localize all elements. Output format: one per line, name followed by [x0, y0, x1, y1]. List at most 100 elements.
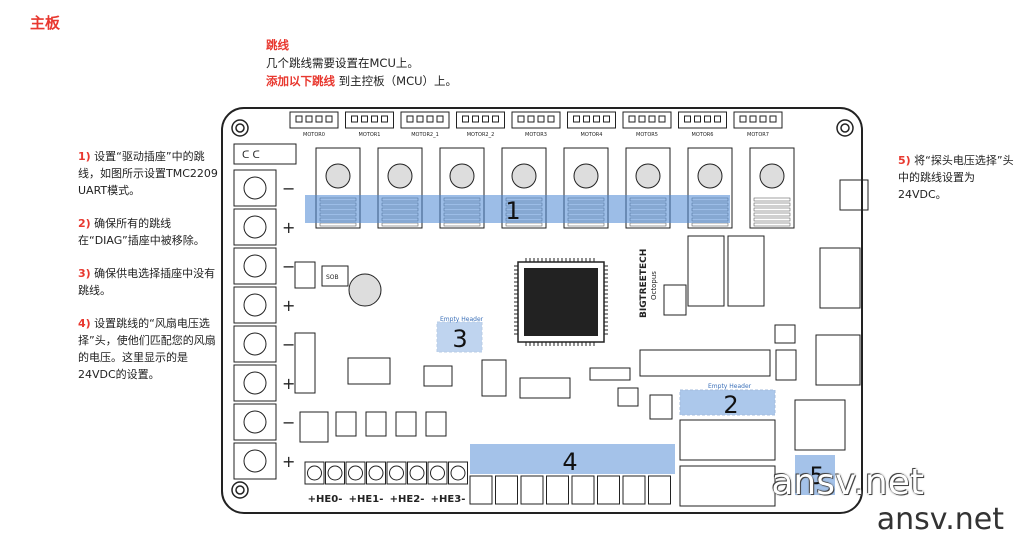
motor-connector [622, 111, 672, 129]
power-terminal [233, 286, 277, 324]
fan-connector [648, 475, 671, 505]
zone-3-box [436, 321, 483, 353]
motor-connector [567, 111, 616, 129]
motor-connector [456, 111, 505, 129]
zone-5-label: 5 [809, 462, 824, 490]
note-3-text: 确保供电选择插座中没有跳线。 [78, 267, 216, 297]
mounting-holes [231, 119, 854, 499]
heater-terminals: +HE0- +HE1- +HE2- +HE3- [304, 461, 468, 505]
svg-text:+: + [282, 218, 295, 237]
jumper-note-line1: 几个跳线需要设置在MCU上。 [266, 56, 419, 70]
zone-2-label: 2 [723, 391, 738, 419]
jumper-note-red: 添加以下跳线 [266, 74, 335, 88]
heater-label: +HE3- [431, 494, 466, 505]
driver-socket [315, 147, 361, 229]
zone-5-highlight [795, 455, 835, 495]
fan-connector [520, 475, 544, 505]
motor-label: MOTOR5 [636, 132, 658, 138]
note-3-num: 3) [78, 267, 91, 280]
power-terminal [233, 403, 277, 441]
note-1-num: 1) [78, 150, 91, 163]
motor-connector [400, 111, 450, 129]
driver-socket [749, 147, 795, 229]
chip-label: SOB [326, 274, 339, 281]
note-4-text: 设置跳线的“风扇电压选择”头，使他们匹配您的风扇的电压。这里显示的是24VDC的… [78, 317, 216, 381]
zone-3-header: Empty Header [440, 316, 484, 323]
svg-text:−: − [282, 257, 295, 276]
jumper-note-line2: 添加以下跳线 到主控板（MCU）上。 [266, 72, 457, 90]
power-terminal [233, 169, 277, 207]
motor-connector [345, 111, 394, 129]
motor-label: MOTOR6 [692, 132, 714, 138]
note-1-text: 设置“驱动插座”中的跳线，如图所示设置TMC2209 UART模式。 [78, 150, 218, 197]
note-2: 2) 确保所有的跳线在“DIAG”插座中被移除。 [78, 215, 218, 249]
driver-socket [501, 147, 547, 229]
zone-4-label: 4 [562, 448, 577, 476]
motor-label: MOTOR1 [359, 132, 381, 138]
motor-label: MOTOR7 [747, 132, 769, 138]
motor-label: MOTOR2_1 [411, 132, 439, 138]
zone-2-box [679, 389, 776, 416]
zone-4-highlight [470, 444, 675, 474]
motor-connectors: MOTOR0 MOTOR1 MOTOR2_1 MOTOR2_2 MOTOR3 MOTOR4… [289, 111, 783, 138]
power-terminal [233, 247, 277, 285]
motor-connector [733, 111, 783, 129]
note-1: 1) 设置“驱动插座”中的跳线，如图所示设置TMC2209 UART模式。 [78, 148, 218, 199]
motor-label: MOTOR2_2 [467, 132, 495, 138]
fan-connector [546, 475, 569, 505]
fan-connector [469, 475, 493, 505]
motor-connector [511, 111, 561, 129]
note-4: 4) 设置跳线的“风扇电压选择”头，使他们匹配您的风扇的电压。这里显示的是24V… [78, 315, 218, 383]
motor-label: MOTOR3 [525, 132, 547, 138]
motor-label: MOTOR0 [303, 132, 325, 138]
power-terminal [233, 325, 277, 363]
motor-label: MOTOR4 [581, 132, 603, 138]
driver-socket [625, 147, 671, 229]
motor-connector [289, 111, 339, 129]
right-note-num: 5) [898, 154, 911, 167]
jumper-note-rest: 到主控板（MCU）上。 [335, 74, 458, 88]
heater-label: +HE0- [308, 494, 343, 505]
note-4-num: 4) [78, 317, 91, 330]
svg-text:+: + [282, 296, 295, 315]
fan-connector [571, 475, 595, 505]
brand-label: BIGTREETECH [639, 249, 649, 318]
model-label: Octopus [650, 271, 658, 300]
svg-text:−: − [282, 335, 295, 354]
jumper-note-heading: 跳线 [266, 38, 289, 52]
fan-connector [597, 475, 620, 505]
power-terminal [233, 208, 277, 246]
motor-connector [678, 111, 727, 129]
note-2-text: 确保所有的跳线在“DIAG”插座中被移除。 [78, 217, 205, 247]
heater-label: +HE2- [390, 494, 425, 505]
fan-connector [622, 475, 646, 505]
zone-1-highlight [305, 195, 730, 223]
svg-text:ᑕ ᑕ: ᑕ ᑕ [242, 150, 260, 161]
svg-text:+: + [282, 452, 295, 471]
power-terminals: − + − + − + − + [233, 169, 295, 480]
note-2-num: 2) [78, 217, 91, 230]
driver-socket [687, 147, 733, 229]
watermark-1: ansv.net [771, 462, 924, 503]
left-notes: 1) 设置“驱动插座”中的跳线，如图所示设置TMC2209 UART模式。 2)… [78, 148, 218, 399]
svg-text:−: − [282, 179, 295, 198]
note-3: 3) 确保供电选择插座中没有跳线。 [78, 265, 218, 299]
svg-text:−: − [282, 413, 295, 432]
watermark-2: ansv.net [876, 502, 1004, 537]
driver-socket [439, 147, 485, 229]
zone-3-label: 3 [452, 325, 467, 353]
driver-socket [563, 147, 609, 229]
fan-connectors [469, 475, 671, 505]
right-note-text: 将“探头电压选择”头中的跳线设置为24VDC。 [898, 154, 1014, 201]
page-title: 主板 [30, 14, 61, 32]
zone-2-header: Empty Header [708, 383, 752, 390]
right-note: 5) 将“探头电压选择”头中的跳线设置为24VDC。 [898, 152, 1018, 203]
svg-text:+: + [282, 374, 295, 393]
driver-socket [377, 147, 423, 229]
fan-connector [495, 475, 518, 505]
zone-1-label: 1 [505, 197, 520, 225]
heater-label: +HE1- [349, 494, 384, 505]
jumper-note: 跳线 几个跳线需要设置在MCU上。 添加以下跳线 到主控板（MCU）上。 [266, 36, 457, 90]
power-terminal [233, 364, 277, 402]
